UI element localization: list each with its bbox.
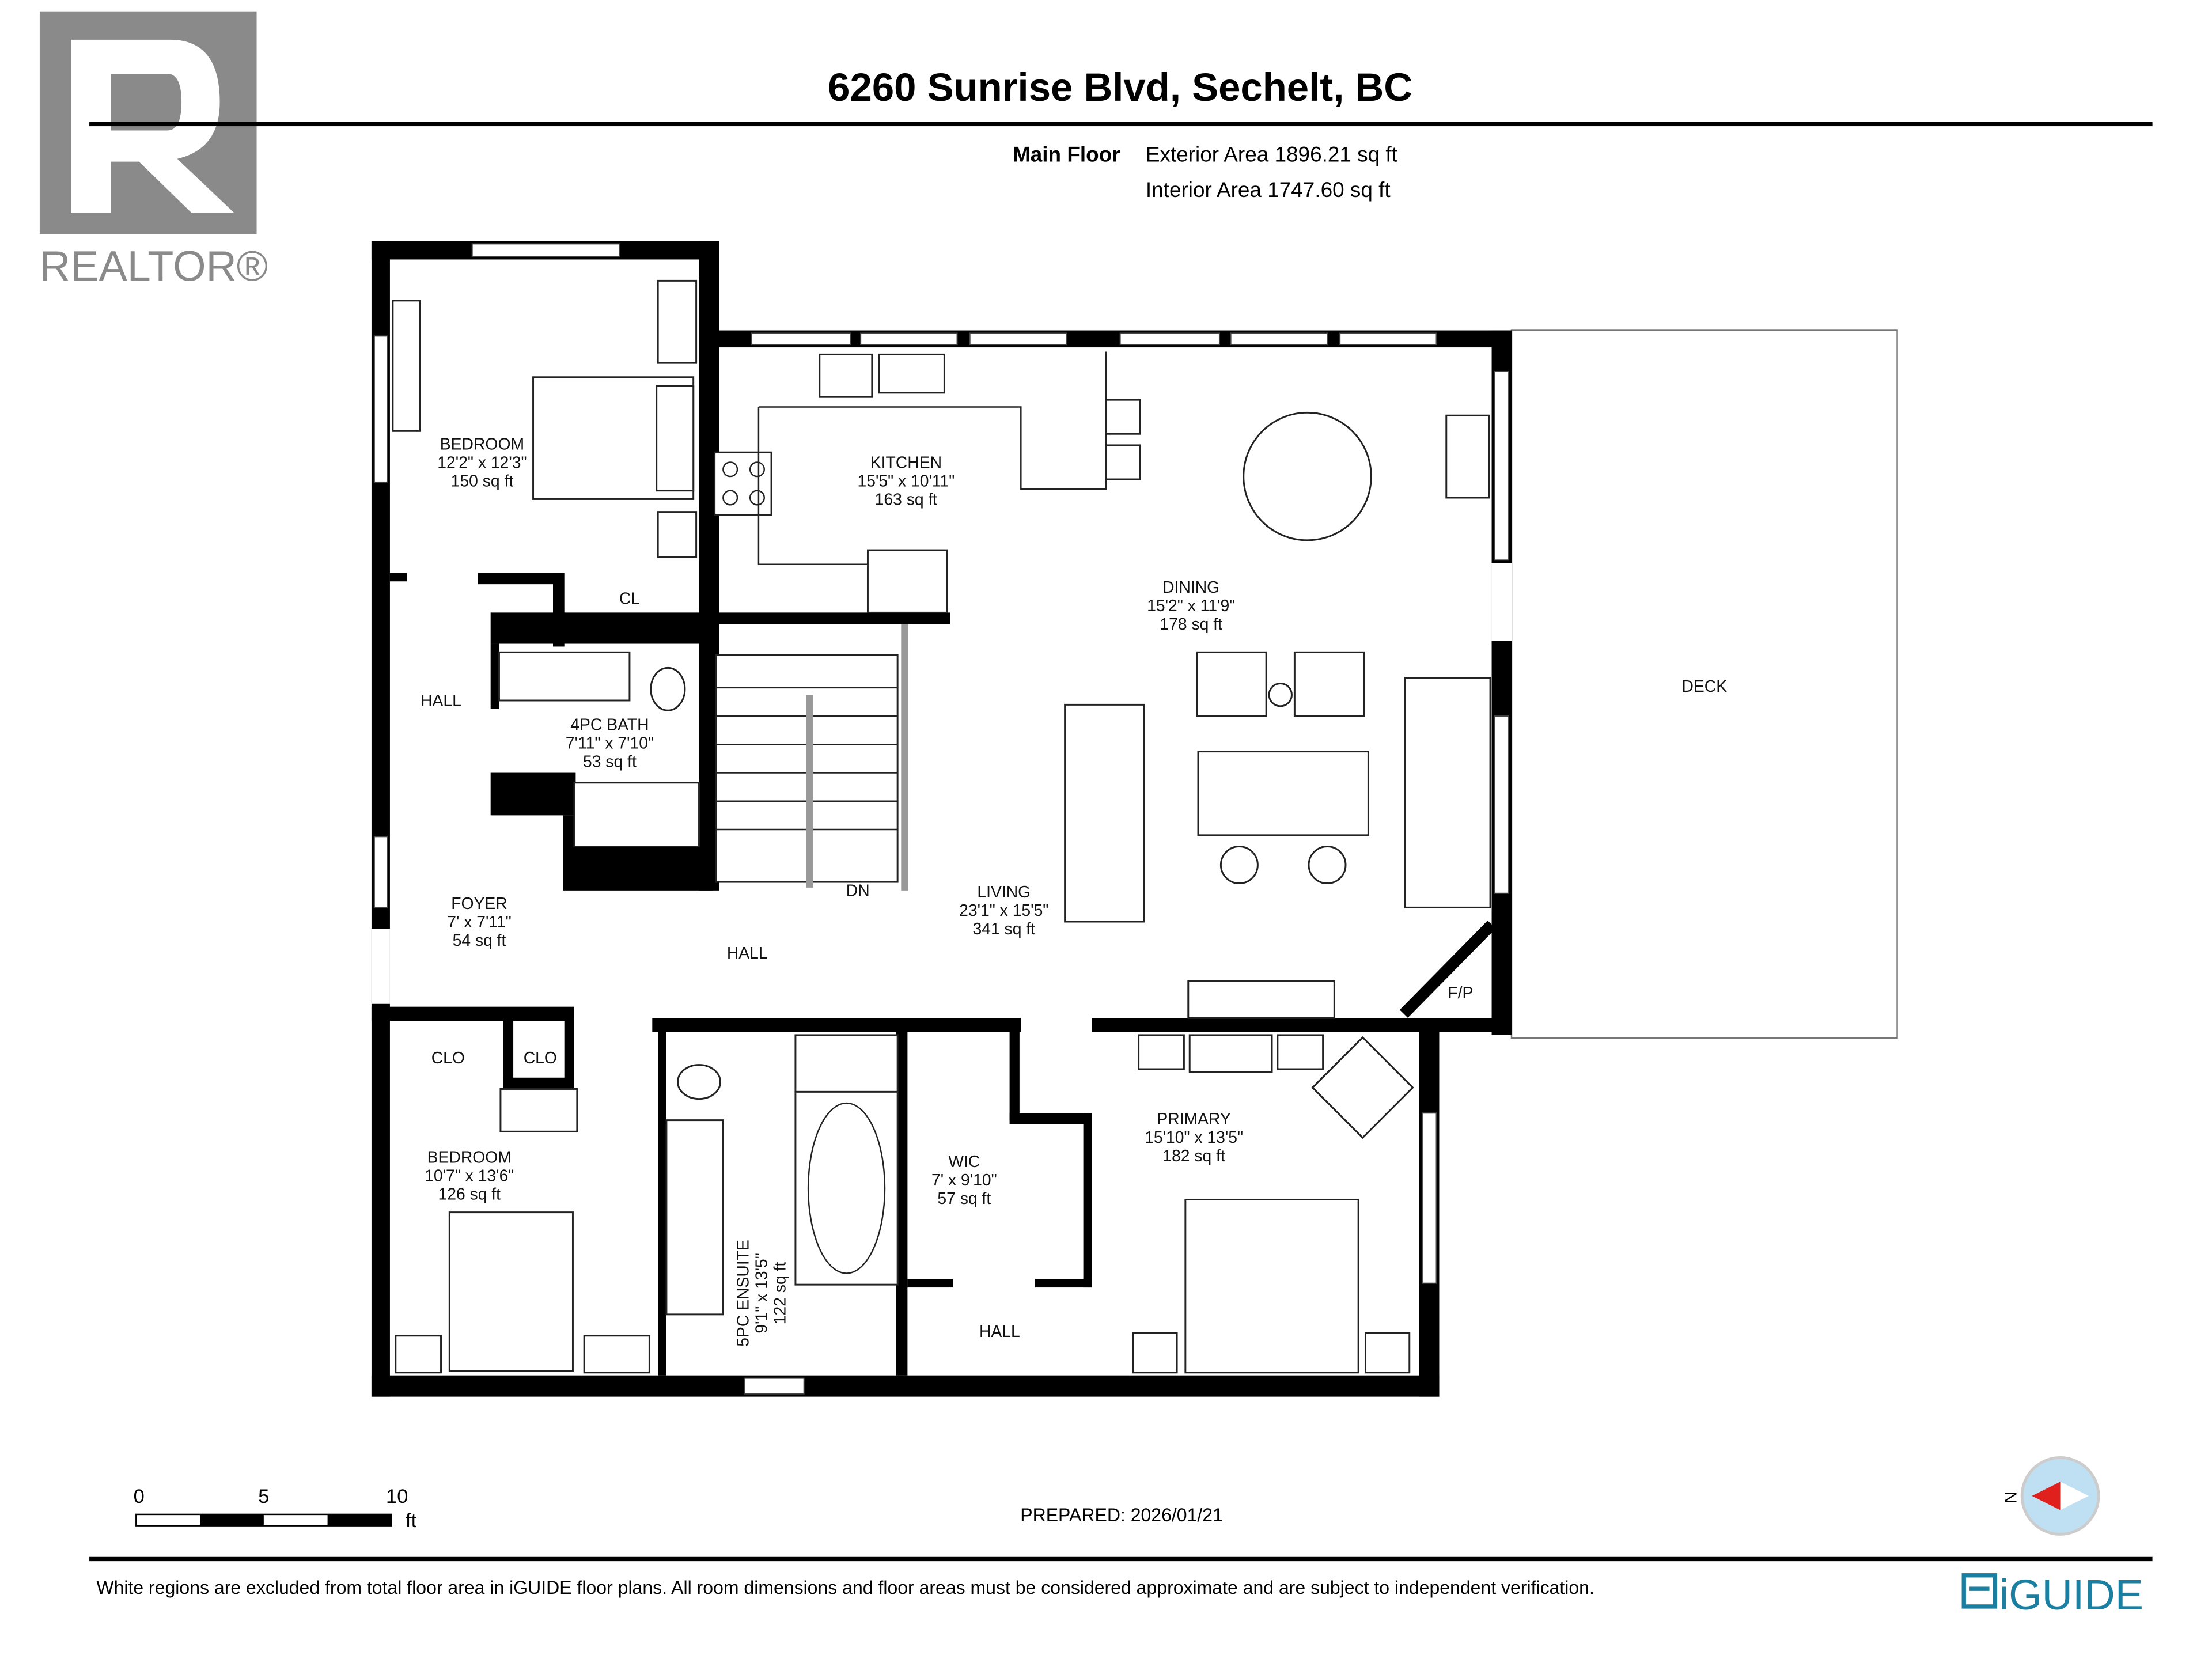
room-name: BEDROOM [440, 434, 524, 453]
room-area: 178 sq ft [1160, 615, 1222, 633]
prepared-date: PREPARED: 2026/01/21 [1020, 1505, 1223, 1525]
room-dimensions: 23'1" x 15'5" [959, 901, 1048, 919]
floor-label: Main Floor [1013, 143, 1120, 166]
fireplace-label: F/P [1448, 983, 1473, 1002]
room-hall-upper: HALL [421, 691, 461, 710]
header-divider [89, 122, 2153, 127]
room-area: 57 sq ft [937, 1189, 991, 1207]
page-title: 6260 Sunrise Blvd, Sechelt, BC [828, 65, 1412, 109]
deck-outline [1510, 329, 1898, 1039]
room-clo-2: CLO [524, 1048, 557, 1067]
footer-divider [89, 1556, 2153, 1562]
room-area: 122 sq ft [771, 1262, 789, 1325]
room-name: 4PC BATH [570, 715, 649, 734]
stairs-down-label: DN [846, 881, 870, 900]
room-dimensions: 9'1" x 13'5" [752, 1253, 771, 1333]
room-living: LIVING 23'1" x 15'5" 341 sq ft [959, 882, 1048, 938]
scale-tick-0: 0 [134, 1486, 145, 1508]
room-dimensions: 7' x 9'10" [931, 1171, 997, 1189]
room-area: 150 sq ft [451, 471, 514, 490]
room-name: FOYER [451, 894, 507, 912]
realtor-logo-text: REALTOR® [40, 242, 268, 290]
walls [371, 241, 1512, 1397]
interior-area: Interior Area 1747.60 sq ft [1146, 178, 1391, 202]
room-4pc-bath: 4PC BATH 7'11" x 7'10" 53 sq ft [566, 715, 654, 771]
room-bedroom-1: BEDROOM 12'2" x 12'3" 150 sq ft [437, 434, 527, 490]
room-dimensions: 15'5" x 10'11" [858, 471, 955, 490]
room-name: LIVING [977, 882, 1031, 901]
compass-icon: N [2001, 1456, 2100, 1536]
room-name: KITCHEN [870, 453, 942, 471]
room-dimensions: 7' x 7'11" [447, 912, 512, 931]
room-primary: PRIMARY 15'10" x 13'5" 182 sq ft [1145, 1109, 1243, 1165]
room-clo-1: CLO [431, 1048, 465, 1067]
disclaimer: White regions are excluded from total fl… [96, 1577, 1594, 1598]
room-hall-mid: HALL [727, 944, 768, 962]
room-dimensions: 10'7" x 13'6" [425, 1166, 514, 1184]
room-area: 54 sq ft [453, 931, 506, 949]
room-area: 53 sq ft [583, 752, 637, 771]
room-area: 126 sq ft [438, 1184, 501, 1203]
compass-north-label: N [2001, 1491, 2020, 1503]
iguide-logo: iGUIDE [1961, 1571, 2143, 1619]
realtor-logo: REALTOR® [39, 11, 268, 290]
furniture [392, 279, 1491, 1374]
room-dining: DINING 15'2" x 11'9" 178 sq ft [1147, 578, 1235, 633]
room-bedroom-2: BEDROOM 10'7" x 13'6" 126 sq ft [425, 1147, 514, 1203]
exterior-area: Exterior Area 1896.21 sq ft [1146, 143, 1397, 166]
scale-unit: ft [406, 1510, 417, 1532]
room-dimensions: 7'11" x 7'10" [566, 734, 654, 752]
room-name: DINING [1162, 578, 1219, 596]
room-dimensions: 12'2" x 12'3" [437, 453, 527, 471]
room-area: 341 sq ft [972, 919, 1035, 938]
scale-tick-5: 5 [258, 1486, 269, 1508]
room-name: 5PC ENSUITE [734, 1240, 752, 1347]
room-kitchen: KITCHEN 15'5" x 10'11" 163 sq ft [858, 453, 955, 508]
scale-tick-10: 10 [386, 1486, 408, 1508]
room-dimensions: 15'10" x 13'5" [1145, 1128, 1243, 1146]
iguide-logo-text: iGUIDE [1999, 1571, 2143, 1619]
room-foyer: FOYER 7' x 7'11" 54 sq ft [447, 894, 512, 949]
scale-bar: 0 5 10 ft [134, 1486, 417, 1532]
room-5pc-ensuite: 5PC ENSUITE 9'1" x 13'5" 122 sq ft [734, 1240, 789, 1347]
room-area: 182 sq ft [1162, 1146, 1225, 1165]
room-closet: CL [619, 589, 640, 608]
room-name: WIC [948, 1152, 980, 1171]
room-name: PRIMARY [1157, 1109, 1231, 1128]
room-wic: WIC 7' x 9'10" 57 sq ft [931, 1152, 997, 1207]
room-deck: DECK [1681, 677, 1727, 695]
room-dimensions: 15'2" x 11'9" [1147, 596, 1235, 615]
room-area: 163 sq ft [875, 490, 938, 508]
room-hall-lower: HALL [979, 1322, 1020, 1340]
room-name: BEDROOM [427, 1147, 512, 1166]
